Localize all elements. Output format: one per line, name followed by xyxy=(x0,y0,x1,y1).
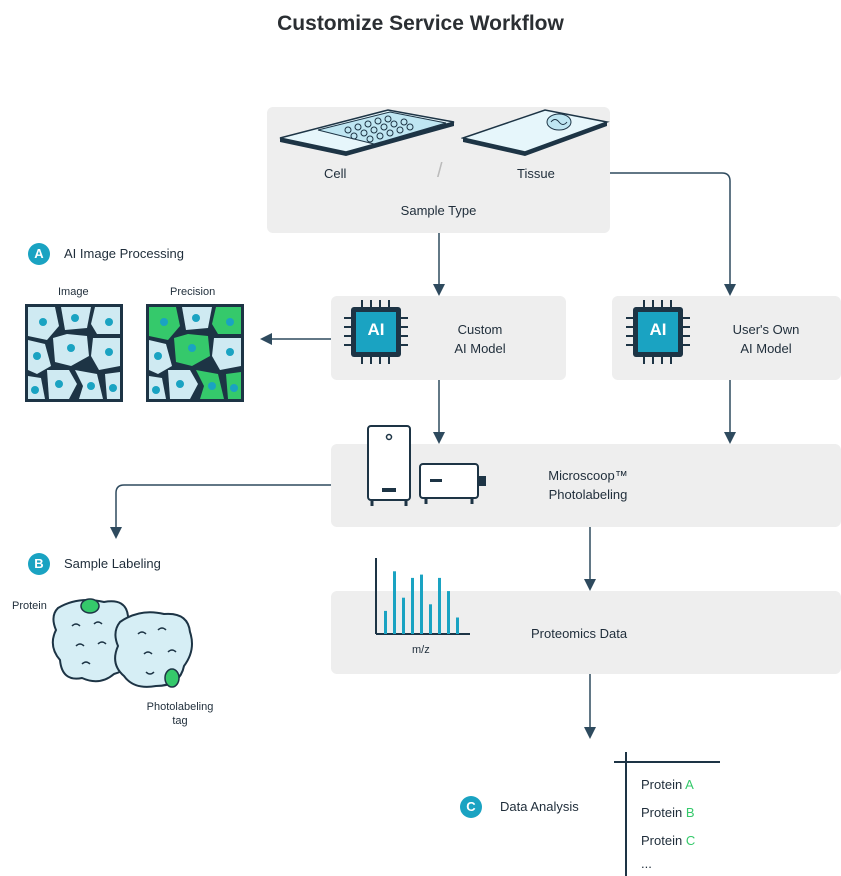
spectrum-bar xyxy=(393,571,396,634)
labeled-cells-icon xyxy=(51,598,193,688)
protein-more: ... xyxy=(641,856,652,871)
protein-letter: C xyxy=(685,833,696,848)
custom-ai-chip-text: AI xyxy=(367,320,385,339)
cell-label: Cell xyxy=(324,166,347,181)
spectrum-bar xyxy=(447,591,450,634)
section-c-title: Data Analysis xyxy=(500,799,579,814)
photolabeling-tag-line2: tag xyxy=(172,715,188,727)
spectrum-bar xyxy=(411,577,414,634)
protein-letter: A xyxy=(685,777,694,792)
arrow-photolabeling-to-labeling xyxy=(110,484,331,539)
protein-row-b: Protein B xyxy=(641,805,695,820)
own-model-line2: AI Model xyxy=(740,341,792,356)
arrow-sample-to-own xyxy=(610,172,736,296)
custom-model-line1: Custom xyxy=(457,322,503,337)
photolabeling-box xyxy=(331,444,841,527)
page-title: Customize Service Workflow xyxy=(277,12,564,35)
own-model-line1: User's Own xyxy=(732,322,800,337)
section-b-title: Sample Labeling xyxy=(64,556,161,571)
cell-image-icon xyxy=(25,304,123,402)
spectrum-bar xyxy=(438,577,441,634)
precision-image-icon xyxy=(146,304,244,402)
badge-b: B xyxy=(28,553,50,575)
own-ai-chip-icon xyxy=(626,300,690,364)
protein-label: Protein xyxy=(12,600,47,612)
spectrum-bar xyxy=(456,617,459,634)
cell-slide-icon xyxy=(279,109,455,156)
image-label: Image xyxy=(58,286,89,298)
custom-model-line2: AI Model xyxy=(454,341,506,356)
own-ai-chip-text: AI xyxy=(649,320,667,339)
spectrum-axis-label: m/z xyxy=(412,644,430,656)
proteomics-box xyxy=(331,591,841,674)
sample-separator: / xyxy=(437,160,443,182)
spectrum-bar xyxy=(402,597,405,634)
protein-row-c: Protein C xyxy=(641,833,695,848)
badge-c: C xyxy=(460,796,482,818)
spectrum-bar xyxy=(429,604,432,634)
photolabeling-line2: Photolabeling xyxy=(548,487,628,502)
tissue-label: Tissue xyxy=(517,166,555,181)
spectrum-chart-icon xyxy=(375,558,470,635)
sample-type-label: Sample Type xyxy=(400,203,477,218)
protein-name: Protein xyxy=(641,777,683,792)
spectrum-bar xyxy=(384,610,387,634)
protein-name: Protein xyxy=(641,805,683,820)
spectrum-bar xyxy=(420,574,423,634)
protein-letter: B xyxy=(685,805,695,820)
proteomics-label: Proteomics Data xyxy=(531,626,628,641)
photolabeling-line1: Microscoop™ xyxy=(548,468,628,483)
protein-name: Protein xyxy=(641,833,683,848)
photolabeling-tag-line1: Photolabeling xyxy=(146,701,214,713)
section-a-title: AI Image Processing xyxy=(64,246,184,261)
badge-a: A xyxy=(28,243,50,265)
custom-ai-chip-icon xyxy=(344,300,408,364)
protein-table-lines xyxy=(614,752,720,876)
microscoop-instrument-icon xyxy=(367,425,486,506)
protein-row-a: Protein A xyxy=(641,777,694,792)
tissue-slide-icon xyxy=(461,109,610,156)
precision-label: Precision xyxy=(170,286,216,298)
